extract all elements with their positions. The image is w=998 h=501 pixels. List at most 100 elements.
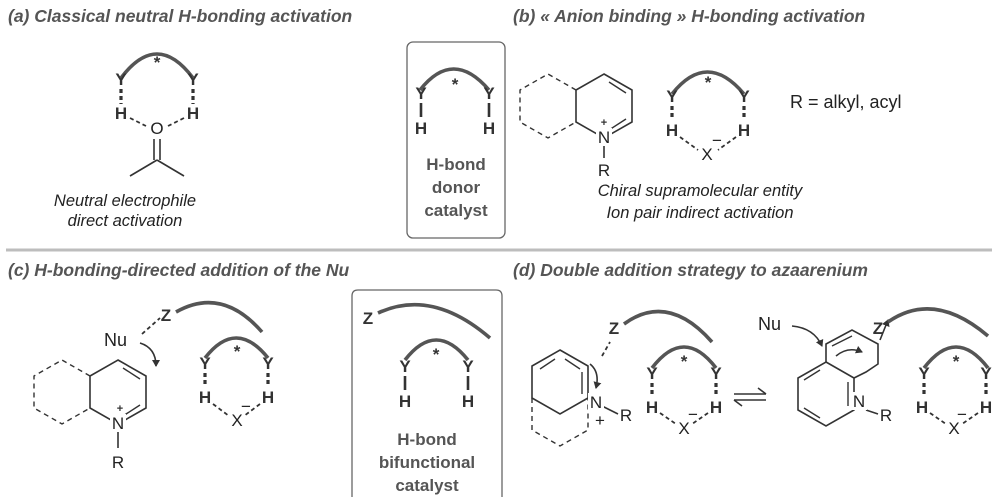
atom-y-box2: Y <box>462 357 474 376</box>
panel-b-pyridinium <box>519 73 633 158</box>
header-a: (a) Classical neutral H-bonding activati… <box>8 6 352 26</box>
atom-x-c: X <box>231 411 242 430</box>
star-d2: * <box>953 352 960 371</box>
charge-minus-b: − <box>712 131 722 150</box>
donor-label-2: donor <box>432 178 481 197</box>
atom-h-c1: H <box>199 388 211 407</box>
atom-r-d: R <box>620 406 632 425</box>
arc-d2 <box>922 345 990 370</box>
atom-z-d: Z <box>609 319 619 338</box>
charge-plus-c: + <box>117 403 123 415</box>
caption-a-2: direct activation <box>68 212 183 230</box>
arc-b <box>670 70 746 96</box>
panel-d-left-structure <box>531 349 619 447</box>
hb-b-left <box>679 136 699 151</box>
atom-h-d3: H <box>916 398 928 417</box>
atom-r-d2: R <box>880 406 892 425</box>
arc-box <box>403 338 470 362</box>
atom-h-c2: H <box>262 388 274 407</box>
star-donor: * <box>452 75 459 94</box>
atom-n-b: N <box>598 128 610 147</box>
arc-z-d2 <box>886 307 990 338</box>
atom-y-a1: Y <box>115 70 127 89</box>
benzo-double2 <box>803 407 821 419</box>
donor-label-1: H-bond <box>426 155 485 174</box>
hb-c-right <box>243 403 261 417</box>
arc-donor <box>418 67 491 92</box>
arc-a <box>119 52 195 80</box>
atom-n-d: N <box>590 393 602 412</box>
atom-y-donor-1: Y <box>415 84 427 103</box>
donor-label-3: catalyst <box>424 201 488 220</box>
nucleophile-d: Nu <box>758 314 781 334</box>
atom-r-b: R <box>598 161 610 180</box>
star-d: * <box>681 352 688 371</box>
atom-z-c: Z <box>161 306 171 325</box>
atom-n-d2: N <box>853 392 865 411</box>
charge-minus-c: − <box>241 397 251 416</box>
atom-y-b2: Y <box>738 87 750 106</box>
hb-d2-left <box>929 412 947 425</box>
hb-a-right <box>167 117 185 127</box>
arrow-enamine-d <box>835 345 863 357</box>
atom-x-d2: X <box>948 419 959 438</box>
donor-catalyst-box <box>406 41 506 239</box>
atom-h-b1: H <box>666 121 678 140</box>
hb-d-z <box>601 341 611 357</box>
n-r-bond-d <box>601 405 619 415</box>
pyridinium-ring-d <box>531 349 589 415</box>
arc-d <box>650 345 718 370</box>
atom-y-d4: Y <box>980 364 992 383</box>
panel-c-structure <box>33 359 147 448</box>
c-methyl-left <box>129 159 158 177</box>
fused-ring-c <box>33 359 91 425</box>
arrow-nu-d <box>791 325 824 347</box>
atom-h-d1: H <box>646 398 658 417</box>
benzo-double1 <box>803 369 821 381</box>
bifunctional-label-1: H-bond <box>397 430 456 449</box>
charge-minus-d: − <box>688 405 698 424</box>
n-mask-d <box>588 393 604 411</box>
atom-h-a1: H <box>115 104 127 123</box>
atom-h-a2: H <box>187 104 199 123</box>
star-a: * <box>154 53 161 72</box>
charge-plus-b: + <box>601 117 607 129</box>
nucleophile-c: Nu <box>104 330 127 350</box>
atom-y-c1: Y <box>199 354 211 373</box>
bifunctional-catalyst-box <box>351 289 503 497</box>
hb-c-left <box>212 403 230 417</box>
panel-a-structure: * Y Y H H O <box>115 52 199 177</box>
arc-z-c <box>175 300 264 334</box>
hb-d-left <box>659 412 677 425</box>
eq-arrow-forward-head <box>757 387 767 395</box>
atom-z-box: Z <box>363 309 373 328</box>
bifunctional-label-2: bifunctional <box>379 453 475 472</box>
atom-x-d: X <box>678 419 689 438</box>
arrow-z-attack-d <box>589 363 602 389</box>
atom-y-box1: Y <box>399 357 411 376</box>
atom-h-d4: H <box>980 398 992 417</box>
hb-d2-right <box>961 412 979 425</box>
atom-h-d2: H <box>710 398 722 417</box>
atom-y-d2: Y <box>710 364 722 383</box>
charge-plus-d: + <box>595 411 605 430</box>
hb-nu-z-c <box>141 317 161 335</box>
caption-a-1: Neutral electrophile <box>54 192 196 210</box>
atom-z-d2: Z <box>873 319 883 338</box>
panel-d-right-structure <box>797 329 879 427</box>
bifunctional-label-3: catalyst <box>395 476 459 495</box>
ring-c-double1 <box>122 367 141 380</box>
atom-x-b: X <box>701 145 712 164</box>
eq-arrow-back-head <box>733 399 743 407</box>
atom-y-c2: Y <box>262 354 274 373</box>
r-definition: R = alkyl, acyl <box>790 92 902 112</box>
atom-y-donor-2: Y <box>483 84 495 103</box>
hb-d-right <box>691 412 709 425</box>
star-b: * <box>705 73 712 92</box>
arc-z-d <box>622 309 714 344</box>
fused-ring-b <box>519 73 577 139</box>
ring-d-double1 <box>539 358 556 370</box>
atom-o-a: O <box>150 119 163 138</box>
